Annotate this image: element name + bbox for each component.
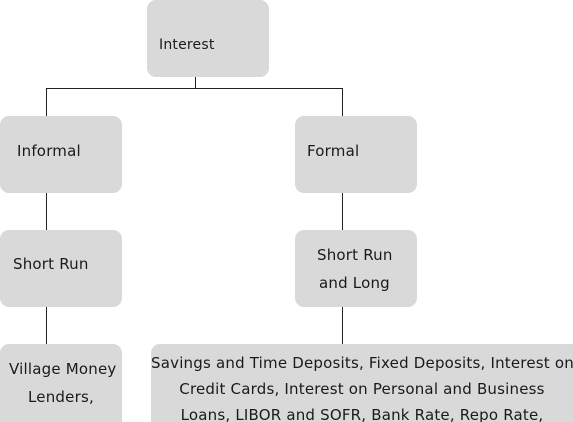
- connector-short-long-leaf: [342, 307, 343, 344]
- connector-root-down: [195, 77, 196, 89]
- formal-short-long-line-1: Short Run: [317, 246, 393, 264]
- root-node-interest: Interest: [147, 0, 269, 77]
- formal-leaf-text: Savings and Time Deposits, Fixed Deposit…: [151, 350, 573, 422]
- informal-leaf-line-1: Village Money: [9, 360, 117, 378]
- informal-node: Informal: [0, 116, 122, 193]
- formal-leaf-line-2: Credit Cards, Interest on Personal and B…: [179, 380, 545, 398]
- formal-leaf-line-1: Savings and Time Deposits, Fixed Deposit…: [151, 354, 573, 372]
- formal-short-long-node: Short Run and Long: [295, 230, 417, 307]
- connector-informal-short-run: [46, 193, 47, 230]
- informal-short-run-label: Short Run: [13, 255, 89, 273]
- informal-leaf-node: Village Money Lenders,: [0, 344, 122, 422]
- formal-label: Formal: [307, 142, 360, 160]
- connector-to-formal: [342, 88, 343, 116]
- connector-short-run-leaf: [46, 307, 47, 344]
- formal-leaf-node: Savings and Time Deposits, Fixed Deposit…: [151, 344, 573, 422]
- informal-leaf-line-2: Lenders,: [28, 388, 94, 406]
- connector-to-informal: [46, 88, 47, 116]
- formal-leaf-line-3: Loans, LIBOR and SOFR, Bank Rate, Repo R…: [180, 406, 544, 422]
- formal-short-long-line-2: and Long: [319, 274, 390, 292]
- formal-node: Formal: [295, 116, 417, 193]
- informal-short-run-node: Short Run: [0, 230, 122, 307]
- connector-horizontal: [46, 88, 343, 89]
- informal-label: Informal: [17, 142, 81, 160]
- root-label: Interest: [159, 37, 215, 53]
- connector-formal-short-long: [342, 193, 343, 230]
